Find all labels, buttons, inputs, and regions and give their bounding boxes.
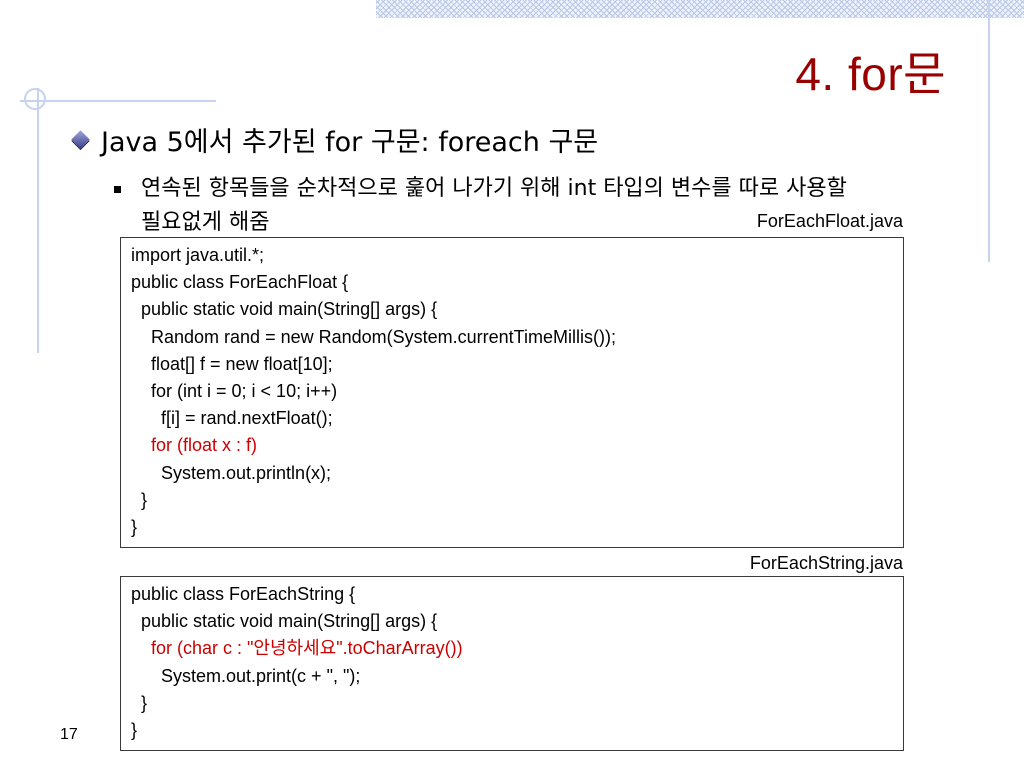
foreachfloat-filename: ForEachFloat.java [756, 211, 903, 231]
code-line: } [131, 489, 148, 510]
code-line: f[i] = rand.nextFloat(); [131, 408, 333, 429]
code-line: } [131, 719, 138, 740]
code-line: System.out.println(x); [131, 462, 332, 483]
square-bullet-icon [114, 186, 121, 193]
sub-bullet: 연속된 항목들을 순차적으로 훑어 나가기 위해 int 타입의 변수를 따로 … [114, 172, 874, 240]
code-block-foreachfloat: import java.util.*; public class ForEach… [120, 237, 904, 548]
code-line: public static void main(String[] args) { [131, 299, 438, 320]
highlighted-code-line: for (char c : "안녕하세요".toCharArray()) [131, 638, 463, 659]
highlighted-code-line: for (float x : f) [131, 435, 258, 456]
code-line: import java.util.*; [131, 245, 265, 265]
left-vertical-rule [37, 88, 39, 353]
main-bullet-text: Java 5에서 추가된 for 구문: foreach 구문 [101, 127, 599, 158]
code-line: for (int i = 0; i < 10; i++) [131, 380, 338, 401]
code-line: public class ForEachString { [131, 584, 356, 604]
code-line: float[] f = new float[10]; [131, 353, 333, 374]
slide-title: 4. for문 [795, 48, 946, 100]
right-vertical-rule [988, 0, 990, 262]
code-line: } [131, 692, 148, 713]
header-hatch-decoration [376, 0, 1024, 18]
diamond-bullet-icon [71, 130, 90, 149]
code-line: Random rand = new Random(System.currentT… [131, 326, 616, 347]
foreachstring-filename: ForEachString.java [749, 553, 903, 573]
code-line: public class ForEachFloat { [131, 272, 349, 293]
code-block-foreachstring: public class ForEachString { public stat… [120, 576, 904, 751]
crosshair-circle-decoration [24, 88, 46, 110]
main-bullet: Java 5에서 추가된 for 구문: foreach 구문 [71, 120, 599, 159]
left-horizontal-rule [20, 100, 216, 102]
code-line: } [131, 516, 138, 537]
page-number: 17 [60, 726, 78, 743]
sub-bullet-text: 연속된 항목들을 순차적으로 훑어 나가기 위해 int 타입의 변수를 따로 … [141, 176, 847, 235]
code-line: public static void main(String[] args) { [131, 611, 438, 632]
code-line: System.out.print(c + ", "); [131, 665, 361, 686]
